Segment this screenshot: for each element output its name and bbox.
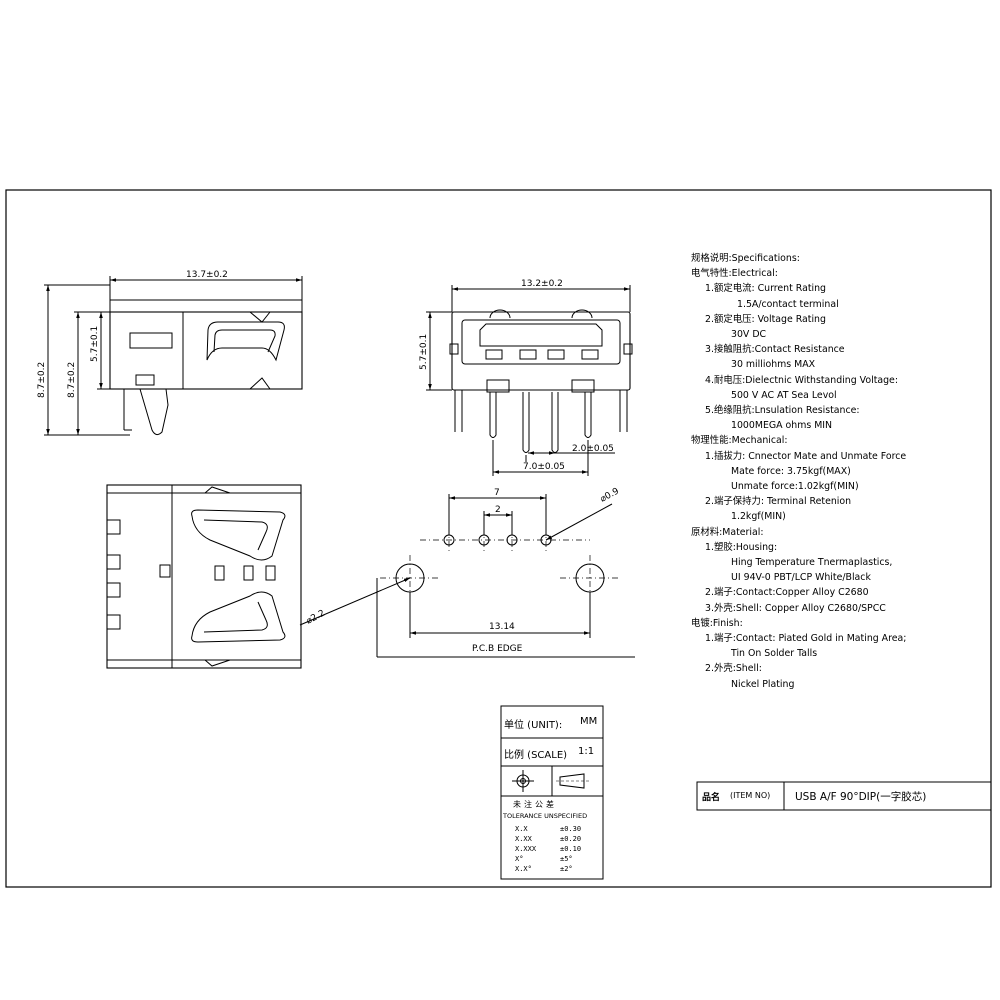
item-label-cn: 品名 [702, 793, 721, 803]
tolerance-value: ±5° [560, 855, 573, 863]
spec-line: 物理性能:Mechanical: [691, 435, 788, 447]
dim-front-width: 13.2±0.2 [521, 279, 563, 289]
tolerance-key: X.XXX [515, 845, 537, 853]
tolerance-key: X.X° [515, 865, 532, 873]
tolerance-title-en: TOLERANCE UNSPECIFIED [503, 812, 588, 820]
spec-line: 2.端子保持力: Terminal Retenion [705, 496, 852, 508]
tolerance-key: X.XX [515, 835, 532, 843]
spec-line: 1.2kgf(MIN) [731, 511, 786, 523]
unit-label: 单位 (UNIT): [504, 720, 563, 731]
spec-line: 规格说明:Specifications: [691, 253, 800, 264]
dim-front-height: 5.7±0.1 [419, 334, 429, 370]
tolerance-value: ±0.20 [560, 835, 582, 843]
item-box [696, 781, 992, 811]
dim-pin-pitch-small: 2.0±0.05 [572, 444, 614, 454]
dim-pcb-span-1314: 13.14 [489, 622, 515, 632]
spec-line: Tin On Solder Talls [731, 648, 818, 660]
spec-line: 3.外壳:Shell: Copper Alloy C2680/SPCC [705, 602, 886, 614]
spec-line: 500 V AC AT Sea Levol [731, 389, 837, 401]
dim-pcb-hole-small: ⌀0.9 [599, 486, 621, 504]
spec-line: 2.端子:Contact:Copper Alloy C2680 [705, 587, 869, 599]
spec-line: 2.额定电压: Voltage Rating [705, 313, 826, 325]
dim-pcb-span-7: 7 [494, 488, 500, 498]
specifications-list: 规格说明:Specifications: 电气特性:Electrical: 1.额定… [691, 251, 981, 692]
spec-line: 4.耐电压:Dielectnic Withstanding Voltage: [705, 374, 898, 386]
item-value: USB A/F 90°DIP(一字胶芯) [795, 791, 927, 803]
item-label-en: (ITEM NO) [730, 791, 771, 800]
spec-line: Nickel Plating [731, 678, 795, 690]
tolerance-key: X.X [515, 825, 528, 833]
spec-line: 原材料:Material: [691, 526, 764, 538]
pcb-layout [299, 494, 635, 658]
front-view [426, 285, 633, 476]
spec-line: Hing Temperature Tnermaplastics, [731, 557, 893, 569]
spec-line: Mate force: 3.75kgf(MAX) [731, 465, 851, 477]
tolerance-value: ±2° [560, 865, 573, 873]
spec-line: 2.外壳:Shell: [705, 663, 762, 675]
dim-pcb-span-2: 2 [495, 505, 501, 515]
spec-line: 1.插拔力: Cnnector Mate and Unmate Force [705, 450, 907, 462]
spec-line: 3.接触阻抗:Contact Resistance [705, 344, 845, 356]
scale-value: 1:1 [578, 746, 595, 757]
dim-side-inner-height: 8.7±0.2 [67, 362, 77, 398]
dim-side-body-height: 5.7±0.1 [90, 326, 100, 362]
spec-line: 电气特性:Electrical: [691, 268, 778, 280]
scale-label: 比例 (SCALE) [504, 750, 568, 761]
title-block [500, 705, 604, 880]
tolerance-key: X° [515, 855, 524, 863]
pcb-edge-label: P.C.B EDGE [472, 644, 523, 654]
dim-side-total-height: 8.7±0.2 [37, 362, 47, 398]
tolerance-value: ±0.30 [560, 825, 582, 833]
top-view [106, 484, 302, 669]
spec-line: 1.塑胶:Housing: [705, 541, 778, 553]
spec-line: 30 milliohms MAX [731, 359, 816, 371]
dim-pcb-hole-large: ⌀2.2 [305, 609, 327, 627]
spec-line: 1.额定电流: Current Rating [705, 283, 827, 295]
side-view [44, 276, 303, 436]
dim-pin-pitch-large: 7.0±0.05 [523, 462, 565, 472]
spec-line: 电镀:Finish: [691, 617, 743, 629]
spec-line: Unmate force:1.02kgf(MIN) [731, 481, 859, 493]
tolerance-value: ±0.10 [560, 845, 582, 853]
spec-line: 1.端子:Contact: Piated Gold in Mating Area… [705, 633, 907, 645]
unit-value: MM [580, 716, 598, 727]
spec-line: 1000MEGA ohms MIN [731, 420, 833, 432]
spec-line: 30V DC [731, 329, 767, 341]
spec-line: 1.5A/contact terminal [737, 298, 839, 310]
projection-cone-icon [559, 773, 585, 789]
spec-line: 5.绝缘阻抗:Lnsulation Resistance: [705, 405, 860, 417]
tolerance-title-cn: 未注公差 [513, 800, 557, 809]
spec-line: UI 94V-0 PBT/LCP White/Black [731, 572, 871, 584]
dim-side-width: 13.7±0.2 [186, 270, 228, 280]
drawing-border [5, 189, 992, 888]
